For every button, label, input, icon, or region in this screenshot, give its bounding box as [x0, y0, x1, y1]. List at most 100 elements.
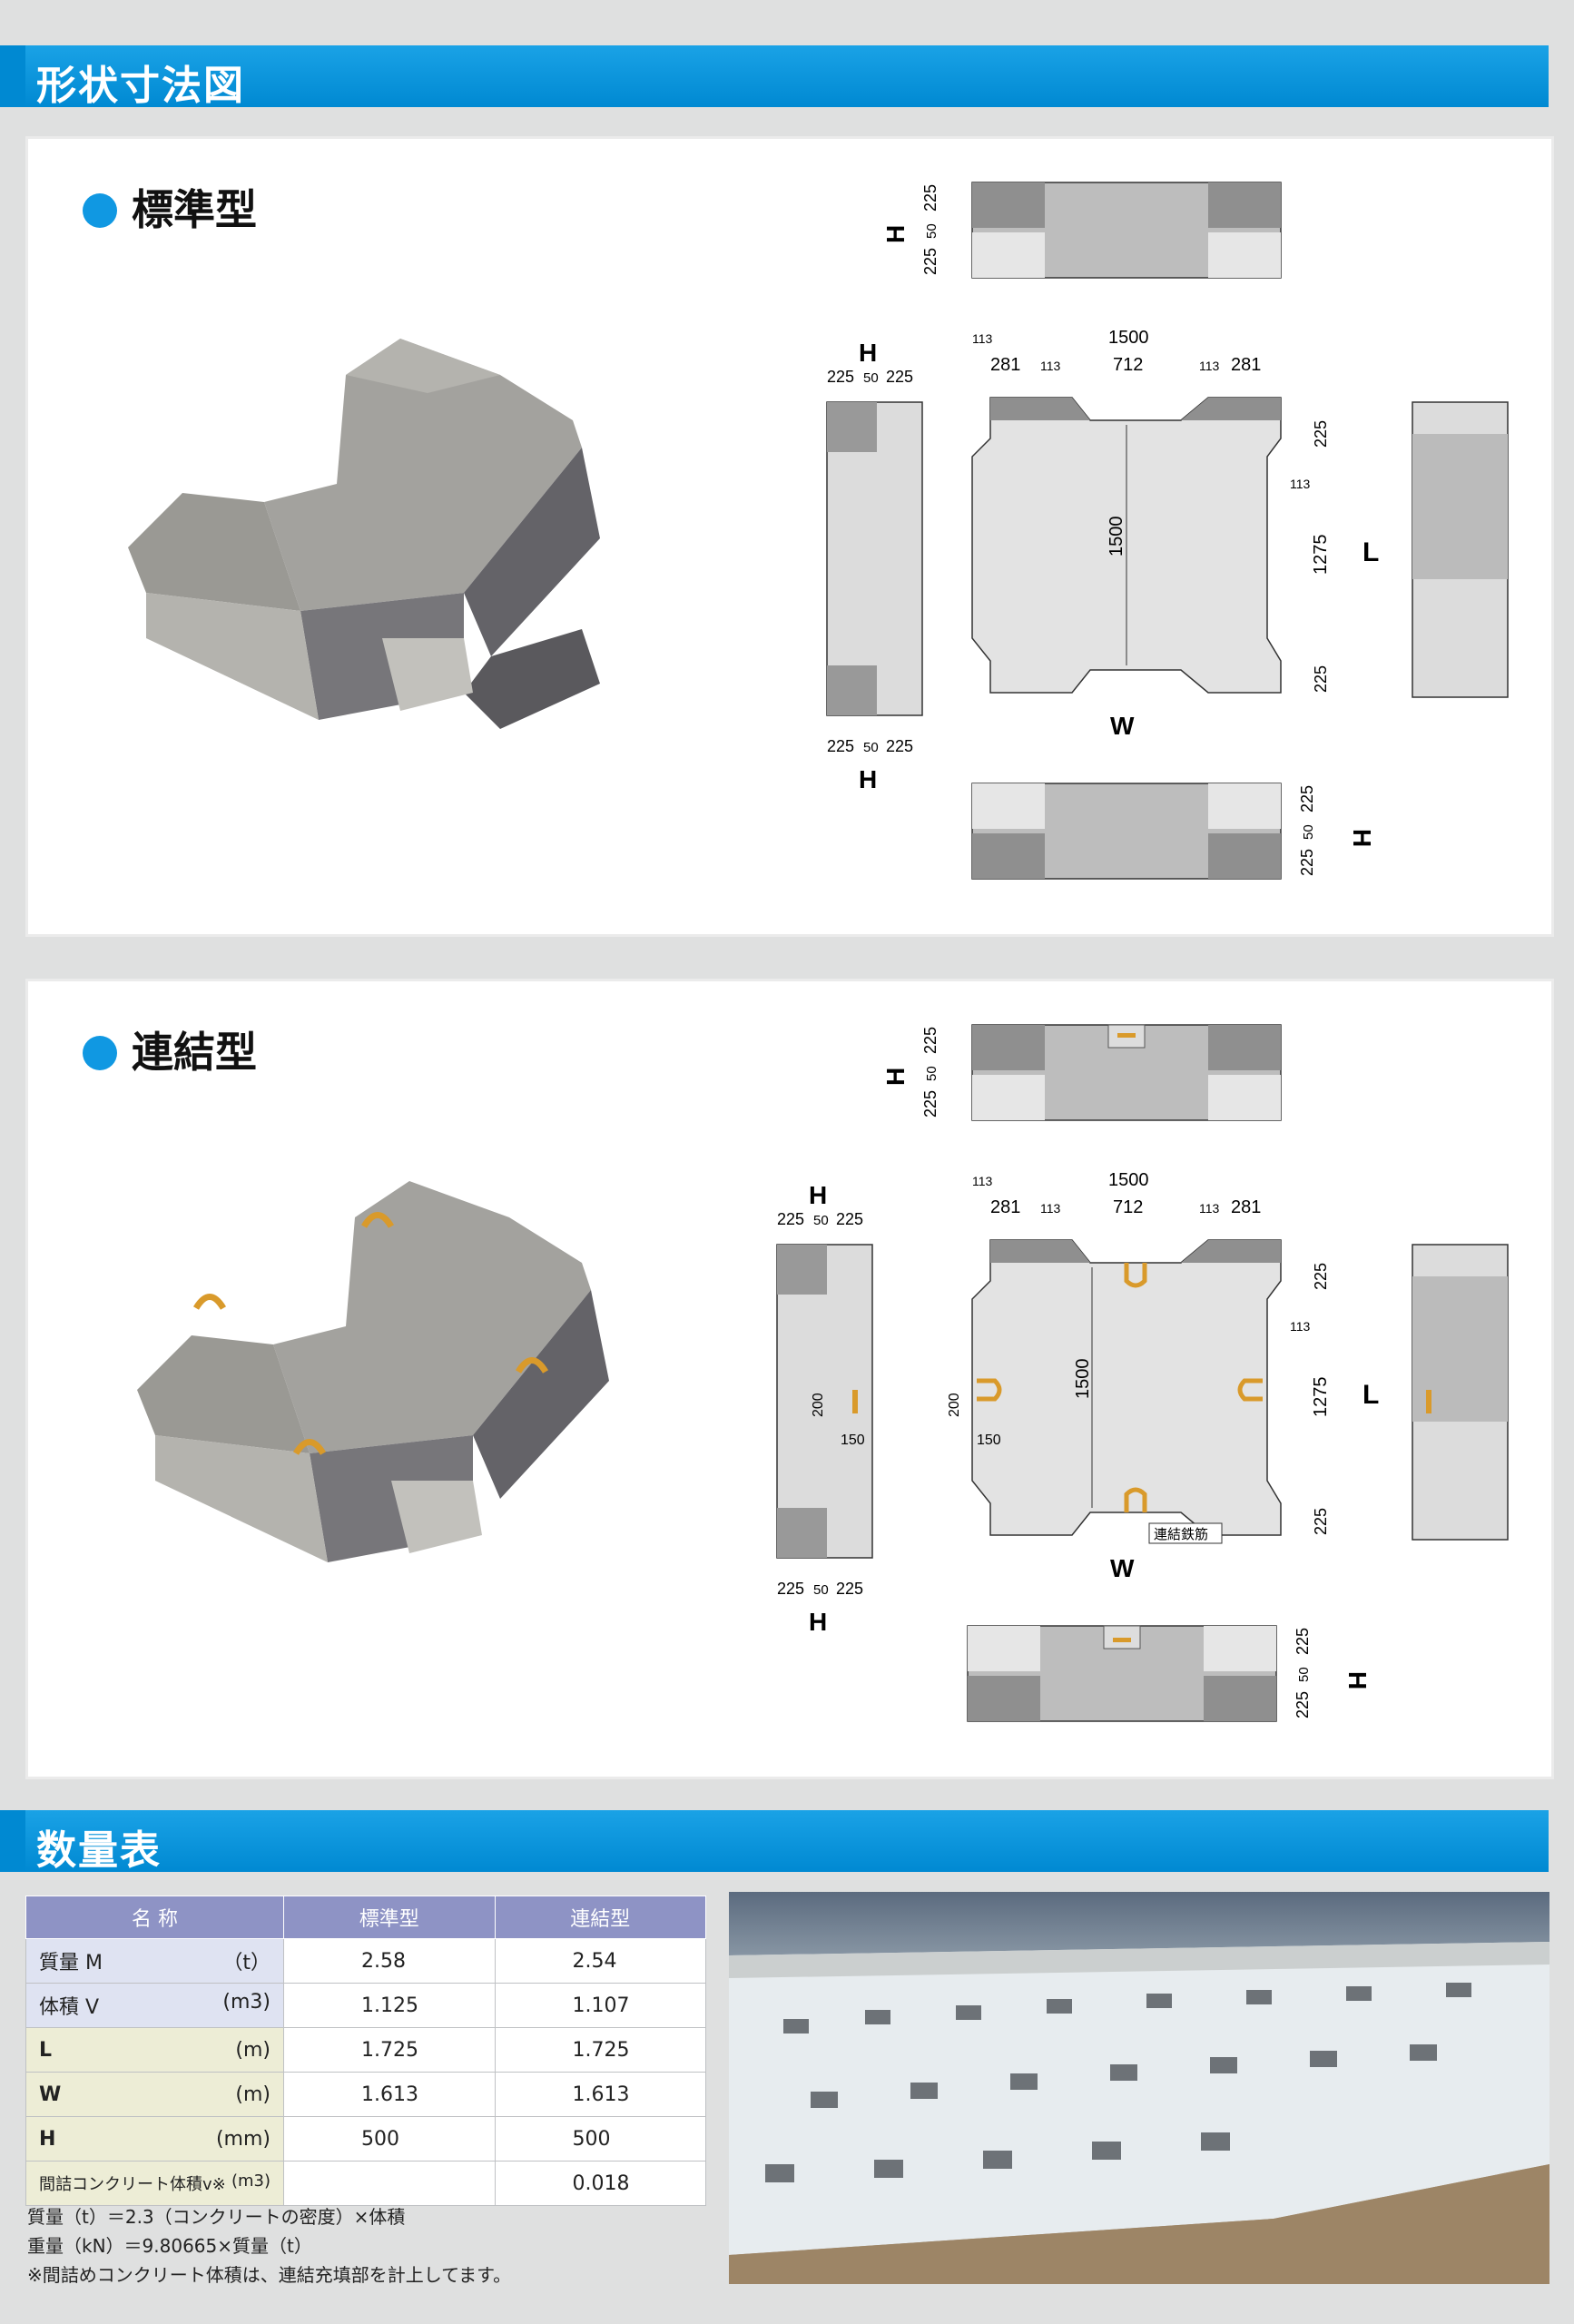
dim-W: W: [1110, 1554, 1135, 1582]
plan-view: [971, 1239, 1282, 1536]
site-photo: [729, 1892, 1549, 2284]
dim-label: 1500: [1108, 1170, 1149, 1190]
section-header-quantity: 数量表: [0, 1810, 1574, 1874]
dim-label: 225: [1298, 785, 1316, 812]
dim-label: 281: [990, 355, 1020, 375]
dim-label: 225: [1312, 1263, 1330, 1290]
table-header-row: 名 称 標準型 連結型: [25, 1896, 706, 1939]
table-header: 名 称: [25, 1896, 284, 1939]
dim-label: 50: [863, 740, 879, 755]
dim-label: 712: [1113, 1197, 1143, 1217]
dim-label: 1275: [1311, 535, 1331, 576]
dim-label: 281: [1231, 1197, 1261, 1217]
dim-H: H: [1343, 1671, 1372, 1689]
dim-label: 225: [777, 1580, 804, 1598]
rebar-icon: [977, 1378, 1002, 1402]
rebar-icon: [515, 1357, 549, 1374]
rebar-icon: [292, 1439, 327, 1455]
bullet-icon: [83, 193, 117, 228]
dim-label: 225: [1298, 849, 1316, 876]
header-title: 形状寸法図: [36, 63, 245, 109]
note-line: ※間詰めコンクリート体積は、連結充填部を計上してます。: [27, 2264, 512, 2286]
rebar-icon: [1124, 1263, 1147, 1288]
dim-label: 50: [813, 1213, 829, 1228]
table-row: 間詰コンクリート体積v※(m3) 0.018: [25, 2161, 706, 2206]
dim-label: 225: [921, 248, 939, 275]
dim-label: 113: [972, 1174, 993, 1188]
dim-label: 225: [827, 368, 854, 386]
rebar-label: 連結鉄筋: [1154, 1527, 1208, 1542]
dim-label: 225: [1294, 1691, 1312, 1718]
dim-label: 113: [972, 331, 993, 346]
block-3d-illustration: [137, 1181, 609, 1562]
dim-label: 225: [836, 1210, 863, 1228]
standard-drawing: 225 50 225 H H 225 50 225 225 50 225 H 1…: [826, 182, 1509, 880]
dim-label: 225: [886, 368, 913, 386]
dim-label: 1500: [1073, 1359, 1093, 1400]
rebar-icon: [360, 1212, 395, 1228]
linked-drawing: 225 50 225 H H 225 50 225 200 150 225 50…: [776, 1024, 1509, 1722]
dim-label: 281: [1231, 355, 1261, 375]
dim-label: 1500: [1108, 328, 1149, 348]
dim-label: 712: [1113, 355, 1143, 375]
panel-linked: 連結型 225 50 225 H H 225 50 225 200 150 22…: [25, 979, 1554, 1779]
dim-label: 281: [990, 1197, 1020, 1217]
dim-label: 225: [921, 1090, 939, 1118]
dim-H: H: [809, 1608, 827, 1636]
dim-label: 200: [947, 1393, 962, 1417]
dim-label: 113: [1199, 1201, 1220, 1216]
bullet-icon: [83, 1036, 117, 1070]
dim-label: 225: [1312, 420, 1330, 448]
dim-label: 225: [1312, 1508, 1330, 1535]
dim-label: 113: [1199, 359, 1220, 373]
section-title-linked: 連結型: [83, 1019, 257, 1079]
dim-label: 225: [921, 184, 939, 212]
dim-H: H: [881, 1068, 910, 1086]
notes: 質量（t）＝2.3（コンクリートの密度）×体積 重量（kN）＝9.80665×質…: [27, 2202, 511, 2290]
note-line: 重量（kN）＝9.80665×質量（t）: [27, 2235, 312, 2257]
dim-H: H: [1348, 829, 1376, 847]
dim-label: 113: [1040, 359, 1061, 373]
dim-label: 225: [827, 737, 854, 755]
dim-H: H: [881, 225, 910, 243]
block-3d-illustration: [128, 339, 600, 729]
section-header-shape: 形状寸法図: [0, 45, 1574, 109]
dim-label: 150: [841, 1433, 865, 1448]
rebar-icon: [192, 1294, 227, 1310]
dim-H: H: [859, 339, 877, 367]
dim-W: W: [1110, 712, 1135, 740]
dim-label: 50: [1296, 1667, 1312, 1682]
rebar-icon: [1237, 1378, 1263, 1402]
dim-label: 225: [836, 1580, 863, 1598]
dim-label: 113: [1290, 477, 1311, 491]
table-header: 標準型: [283, 1896, 496, 1939]
dim-label: 225: [1312, 665, 1330, 693]
dim-label: 225: [777, 1210, 804, 1228]
dim-label: 50: [863, 370, 879, 386]
dim-label: 225: [921, 1027, 939, 1054]
dim-label: 1500: [1107, 517, 1126, 557]
note-line: 質量（t）＝2.3（コンクリートの密度）×体積: [27, 2206, 406, 2228]
panel-standard: 標準型 225 50 225 H H 225 50 225 225 50 225…: [25, 136, 1554, 937]
dim-label: 50: [924, 1066, 939, 1081]
header-title: 数量表: [36, 1827, 162, 1874]
table-header: 連結型: [494, 1896, 706, 1939]
dim-H: H: [809, 1181, 827, 1209]
dim-label: 150: [977, 1433, 1001, 1448]
dim-label: 113: [1040, 1201, 1061, 1216]
dim-label: 113: [1290, 1319, 1311, 1334]
dim-label: 225: [886, 737, 913, 755]
dim-label: 200: [811, 1393, 826, 1417]
dim-label: 50: [1301, 824, 1316, 840]
dim-L: L: [1362, 537, 1379, 567]
dim-label: 50: [813, 1582, 829, 1598]
dim-label: 50: [924, 223, 939, 239]
dim-label: 1275: [1311, 1377, 1331, 1418]
section-title-standard: 標準型: [83, 177, 257, 237]
